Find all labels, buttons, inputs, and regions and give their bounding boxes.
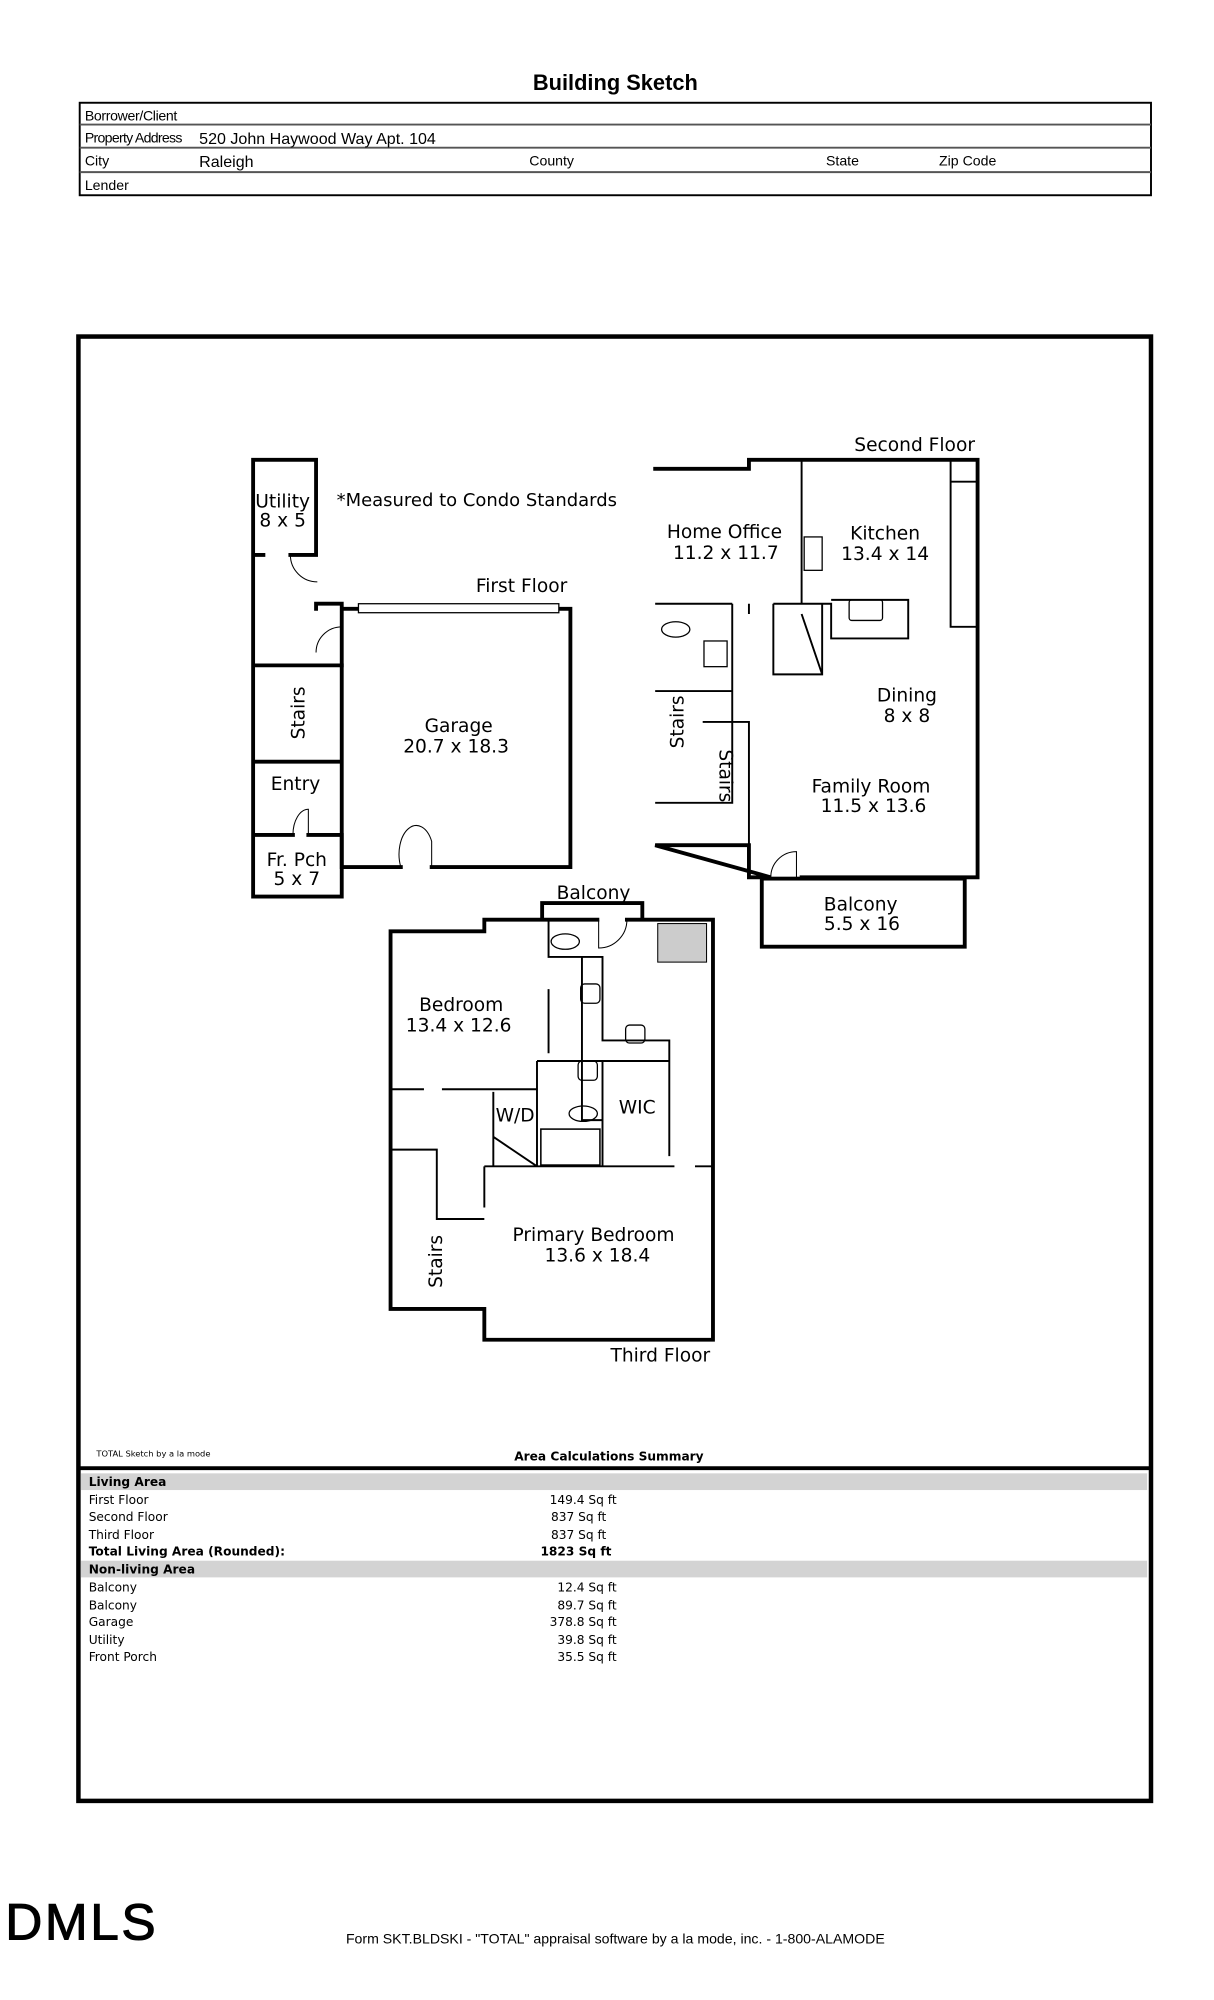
second-floor-plan: Second Floor Home Office 11.2 x 11.7 Kit… — [653, 435, 980, 949]
summary-row-label: Balcony — [89, 1581, 137, 1595]
summary-row-value: 837 Sq ft — [551, 1528, 607, 1542]
room-stairs: Stairs — [667, 695, 688, 748]
balcony-outline — [759, 876, 967, 949]
third-floor-label: Third Floor — [609, 1346, 710, 1367]
summary-row-value: 35.5 Sq ft — [557, 1650, 616, 1664]
nonliving-area-header: Non-living Area — [89, 1563, 195, 1577]
room-family-room: Family Room — [812, 777, 931, 798]
room-balcony-dims: 5.5 x 16 — [824, 914, 900, 935]
lender-label: Lender — [85, 177, 129, 193]
summary-row-value: 837 Sq ft — [551, 1510, 607, 1524]
room-family-room-dims: 11.5 x 13.6 — [821, 796, 927, 817]
summary-row-value: 149.4 Sq ft — [550, 1493, 617, 1507]
toilet-icon — [568, 1105, 599, 1123]
summary-row-label: Garage — [89, 1615, 134, 1629]
room-utility: Utility — [255, 491, 310, 512]
room-garage-dims: 20.7 x 18.3 — [403, 737, 509, 758]
shower-icon — [657, 923, 708, 963]
sink-icon — [703, 640, 728, 668]
third-floor-plan: Balcony Bedroom 13.4 x 12.6 W/D WIC Prim… — [388, 883, 715, 1367]
nonliving-area-bar — [80, 1560, 1148, 1578]
summary-row-label: Front Porch — [89, 1650, 157, 1664]
room-balcony: Balcony — [824, 895, 898, 916]
room-primary-bedroom-dims: 13.6 x 18.4 — [545, 1245, 651, 1266]
living-area-bar — [80, 1473, 1148, 1491]
address-value: 520 John Haywood Way Apt. 104 — [199, 130, 436, 148]
room-garage: Garage — [425, 716, 493, 737]
sink-icon — [848, 599, 884, 622]
room-utility-dims: 8 x 5 — [259, 511, 306, 532]
room-stairs: Stairs — [288, 686, 309, 739]
dmls-logo: DMLS — [5, 1893, 158, 1951]
summary-title: Area Calculations Summary — [514, 1450, 703, 1464]
room-wd: W/D — [496, 1105, 535, 1126]
second-floor-label: Second Floor — [854, 435, 975, 456]
room-dining: Dining — [877, 685, 937, 706]
sink-icon — [577, 1060, 599, 1081]
room-stairs: Stairs — [426, 1235, 447, 1288]
address-label: Property Address — [85, 130, 183, 146]
summary-row-label: First Floor — [89, 1493, 150, 1507]
summary-row-value: 89.7 Sq ft — [557, 1599, 616, 1613]
city-label: City — [85, 153, 110, 169]
zip-label: Zip Code — [939, 153, 996, 169]
sketch-credit: TOTAL Sketch by a la mode — [95, 1449, 210, 1459]
room-front-porch: Fr. Pch — [267, 850, 327, 871]
room-front-porch-dims: 5 x 7 — [274, 869, 321, 890]
sink-icon — [624, 1024, 646, 1044]
header-table: Borrower/Client Property Address 520 Joh… — [78, 101, 1152, 197]
room-entry: Entry — [271, 774, 321, 795]
total-living-label: Total Living Area (Rounded): — [89, 1545, 285, 1559]
room-home-office-dims: 11.2 x 11.7 — [673, 543, 779, 564]
summary-row-label: Second Floor — [89, 1510, 169, 1524]
summary-row-value: 39.8 Sq ft — [557, 1633, 616, 1647]
garage-door — [357, 603, 560, 614]
room-kitchen: Kitchen — [850, 523, 920, 544]
state-label: State — [826, 153, 859, 169]
room-bedroom: Bedroom — [419, 995, 503, 1016]
borrower-label: Borrower/Client — [85, 108, 178, 124]
page-title: Building Sketch — [533, 70, 698, 95]
summary-row-value: 12.4 Sq ft — [557, 1581, 616, 1595]
county-label: County — [529, 153, 575, 169]
summary-row-label: Third Floor — [88, 1528, 155, 1542]
room-bedroom-dims: 13.4 x 12.6 — [406, 1015, 512, 1036]
sketch-frame — [76, 334, 1154, 1804]
summary-row-label: Balcony — [89, 1599, 137, 1613]
toilet-icon — [550, 933, 581, 950]
room-kitchen-dims: 13.4 x 14 — [841, 544, 929, 565]
first-floor-label: First Floor — [476, 576, 568, 597]
room-dining-dims: 8 x 8 — [884, 706, 931, 727]
room-balcony: Balcony — [557, 883, 631, 904]
city-value: Raleigh — [199, 153, 253, 171]
room-primary-bedroom: Primary Bedroom — [513, 1225, 675, 1246]
bathtub-icon — [540, 1128, 601, 1166]
room-home-office: Home Office — [667, 522, 782, 543]
summary-row-label: Utility — [89, 1633, 125, 1647]
form-footer: Form SKT.BLDSKI - "TOTAL" appraisal soft… — [346, 1930, 885, 1946]
sink-icon — [580, 983, 601, 1004]
room-stairs: Stairs — [714, 749, 735, 802]
room-wic: WIC — [619, 1098, 656, 1119]
stove-icon — [803, 536, 823, 571]
measurement-note: *Measured to Condo Standards — [337, 490, 617, 511]
total-living-value: 1823 Sq ft — [540, 1545, 611, 1559]
toilet-icon — [660, 621, 691, 638]
first-floor-plan: First Floor Utility 8 x 5 Stairs Entry F… — [251, 457, 573, 899]
area-summary: TOTAL Sketch by a la mode Area Calculati… — [80, 1449, 1148, 1664]
summary-row-value: 378.8 Sq ft — [550, 1615, 617, 1629]
living-area-header: Living Area — [89, 1475, 167, 1489]
